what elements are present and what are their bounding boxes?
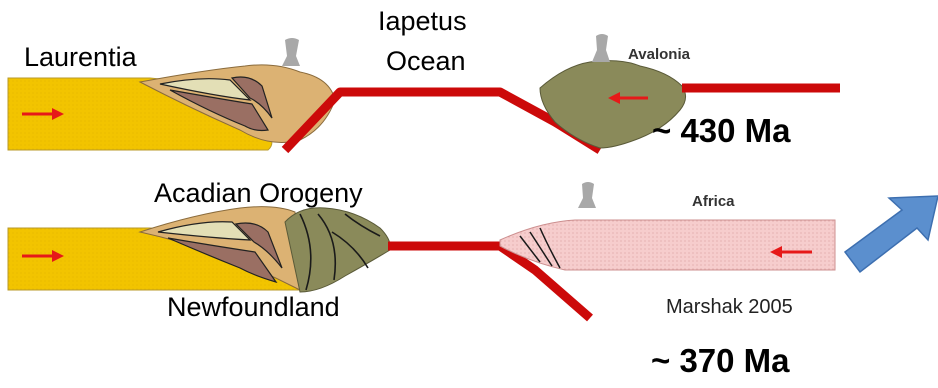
iapetus-label-line2: Ocean	[386, 46, 466, 77]
volcano-top-avalonia	[592, 34, 610, 62]
africa-label: Africa	[692, 193, 735, 210]
accreted-avalonia-terrane	[285, 208, 390, 292]
age-label-top: ~ 430 Ma	[652, 112, 791, 150]
volcano-bottom	[578, 182, 596, 208]
acadian-orogeny-label: Acadian Orogeny	[154, 178, 363, 209]
laurentia-label: Laurentia	[24, 42, 137, 73]
volcano-top-laurentia	[282, 38, 300, 66]
iapetus-label-line1: Iapetus	[378, 6, 467, 37]
newfoundland-label: Newfoundland	[167, 292, 340, 323]
avalonia-label: Avalonia	[628, 46, 690, 63]
citation-label: Marshak 2005	[666, 296, 793, 319]
big-blue-arrow-icon	[845, 196, 938, 272]
age-label-bottom: ~ 370 Ma	[651, 342, 790, 380]
